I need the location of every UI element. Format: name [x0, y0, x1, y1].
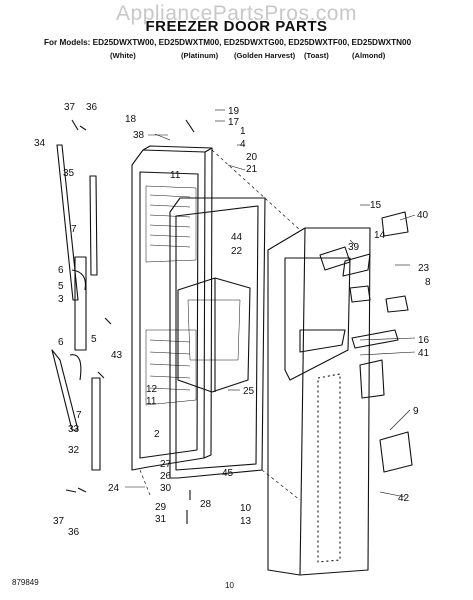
callout-11-lower: 11	[146, 396, 157, 407]
callout-21: 21	[246, 164, 258, 175]
page-number: 10	[225, 581, 234, 590]
callout-12: 12	[146, 384, 158, 395]
document-number: 879849	[12, 578, 39, 587]
callout-7-lower: 7	[76, 410, 82, 421]
callout-4: 4	[240, 139, 246, 150]
callout-26: 26	[160, 471, 172, 482]
door-outer-panel	[131, 145, 213, 471]
callout-23: 23	[418, 263, 430, 274]
callout-27: 27	[160, 459, 172, 470]
callout-17: 17	[228, 117, 240, 128]
fasteners	[65, 119, 195, 524]
callout-11-top: 11	[170, 170, 181, 181]
callout-28: 28	[200, 499, 212, 510]
color-toast: (Toast)	[304, 51, 329, 60]
callout-5-upper: 5	[58, 281, 64, 292]
callout-9: 9	[413, 406, 419, 417]
callout-37-top: 37	[64, 102, 76, 113]
callout-41: 41	[418, 348, 430, 359]
model-list: For Models: ED25DWXTW00, ED25DWXTM00, ED…	[44, 38, 412, 47]
callout-32: 32	[68, 445, 80, 456]
insulation-area	[145, 185, 197, 406]
callout-22: 22	[231, 246, 243, 257]
callout-30: 30	[160, 483, 172, 494]
callout-29: 29	[155, 502, 167, 513]
callout-10: 10	[240, 503, 252, 514]
leader-lines	[125, 109, 416, 498]
callout-13: 13	[240, 516, 252, 527]
callout-42: 42	[398, 493, 410, 504]
callout-43: 43	[111, 350, 123, 361]
callout-35: 35	[63, 168, 75, 179]
callout-2: 2	[154, 429, 160, 440]
dispenser-housing	[177, 277, 251, 393]
callout-33: 33	[68, 424, 80, 435]
callout-36-top: 36	[86, 102, 98, 113]
color-white: (White)	[110, 51, 136, 60]
callout-31: 31	[155, 514, 167, 525]
callout-40: 40	[417, 210, 429, 221]
callout-6-lower: 6	[58, 337, 64, 348]
callout-44: 44	[231, 232, 243, 243]
callout-25: 25	[243, 386, 255, 397]
callout-39: 39	[348, 242, 360, 253]
callout-14: 14	[374, 230, 386, 241]
handle-trim-parts	[51, 144, 101, 471]
callout-16: 16	[418, 335, 430, 346]
callout-24: 24	[108, 483, 120, 494]
callout-37-bottom: 37	[53, 516, 65, 527]
callout-34: 34	[34, 138, 46, 149]
callout-20: 20	[246, 152, 258, 163]
callout-1: 1	[240, 126, 246, 137]
callout-6-upper: 6	[58, 265, 64, 276]
callout-3: 3	[58, 294, 64, 305]
callout-45: 45	[222, 468, 234, 479]
callout-5-lower: 5	[91, 334, 97, 345]
color-almond: (Almond)	[352, 51, 386, 60]
callout-labels: 37 36 18 19 17 38 1 34 4 20 35 21 11 15 …	[34, 102, 431, 538]
callout-8: 8	[425, 277, 431, 288]
callout-15: 15	[370, 200, 382, 211]
callout-7-upper: 7	[71, 224, 77, 235]
callout-18: 18	[125, 114, 137, 125]
color-platinum: (Platinum)	[181, 51, 219, 60]
callout-38: 38	[133, 130, 145, 141]
dispenser-front-panel	[267, 227, 371, 576]
callout-36-bottom: 36	[68, 527, 80, 538]
page-title: FREEZER DOOR PARTS	[145, 18, 328, 35]
color-golden-harvest: (Golden Harvest)	[234, 51, 296, 60]
shelf-parts	[319, 211, 413, 473]
site-watermark: AppliancePartsPros.com	[116, 2, 357, 25]
door-gasket	[169, 197, 266, 479]
assembly-lines	[139, 149, 301, 501]
callout-19: 19	[228, 106, 240, 117]
